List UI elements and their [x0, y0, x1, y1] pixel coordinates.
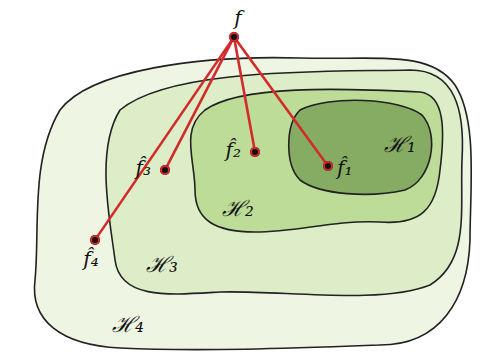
set-name: ℋ₃ — [146, 252, 178, 277]
region-outline — [28, 50, 480, 355]
region-outline — [180, 80, 450, 240]
set-region: ℋ₂ ℋ₁ f̂₁ f̂₂ — [180, 80, 450, 240]
set-region: ℋ₁ f̂₁ — [280, 90, 440, 205]
region-outline-path — [106, 70, 463, 296]
point-name: f̂₄ — [83, 248, 98, 271]
set-region: ℋ₃ ℋ₂ ℋ₁ f̂₁ f̂₂ f̂₃ — [95, 60, 475, 310]
point-name: f̂₁ — [337, 157, 352, 180]
set-region: ℋ₄ ℋ₃ ℋ₂ ℋ₁ f̂₁ f̂₂ f̂₃ f̂₄ — [28, 50, 480, 355]
set-name: ℋ₄ — [112, 312, 144, 337]
point-name: f̂₃ — [136, 157, 151, 180]
region-outline-path — [34, 58, 471, 350]
region-outline-path — [191, 89, 443, 232]
set-name: ℋ₁ — [384, 132, 416, 157]
set-name: ℋ₂ — [222, 196, 254, 221]
point-dot: f̂₃ — [160, 165, 170, 175]
region-outline — [280, 90, 440, 205]
point-dot: f̂₁ — [323, 161, 333, 171]
point-dot: f̂₄ — [90, 235, 100, 245]
point-dot: f — [229, 32, 239, 42]
point-name: f — [234, 7, 241, 30]
region-outline-path — [289, 100, 432, 194]
point-name: f̂₂ — [226, 139, 241, 162]
point-dot: f̂₂ — [250, 147, 260, 157]
